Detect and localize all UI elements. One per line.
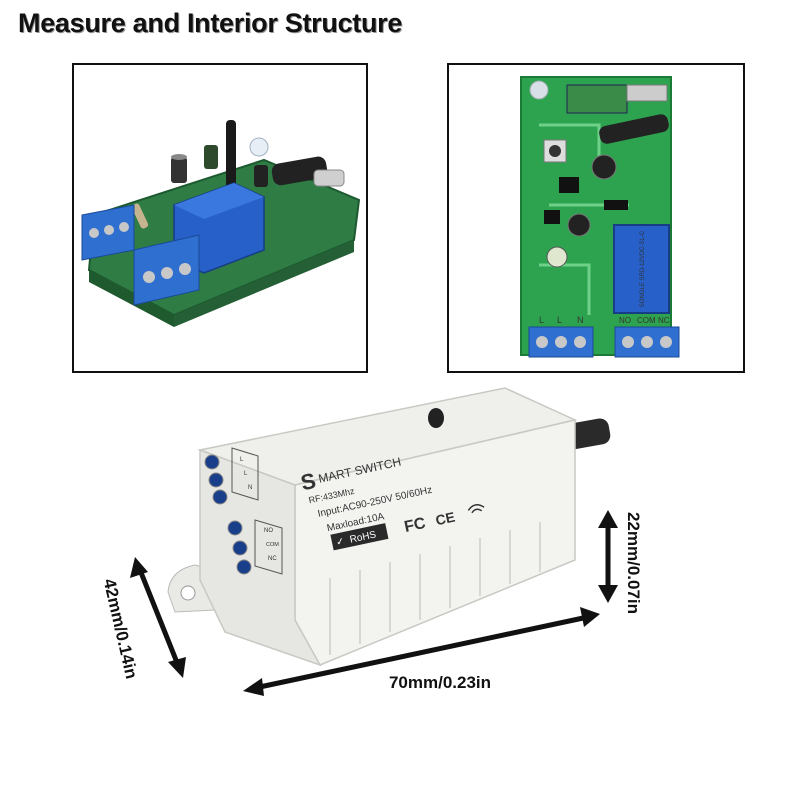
- pcb-term-label-6: NC: [658, 316, 670, 325]
- pcb-term-label-3: N: [577, 315, 584, 325]
- maxload-spec: Maxload:10A: [326, 511, 386, 534]
- svg-text:✓: ✓: [335, 536, 345, 549]
- pcb-term-label-2: L: [557, 315, 562, 325]
- case-term-NC: NC: [268, 556, 277, 562]
- brand-initial: S: [298, 468, 318, 496]
- length-label: 70mm/0.23in: [389, 673, 491, 692]
- wireless-icon: [467, 504, 485, 514]
- case-term-COM: COM: [266, 542, 279, 548]
- height-label: 22mm/0.07in: [624, 512, 643, 614]
- page-title: Measure and Interior Structure: [18, 8, 403, 38]
- brand-name: MART SWITCH: [317, 455, 402, 486]
- pcb-term-label-4: NO: [619, 316, 631, 325]
- width-label: 42mm/0.14in: [100, 577, 141, 681]
- pcb-term-label-1: L: [539, 315, 544, 325]
- terminal-block-left: [81, 204, 135, 261]
- input-spec: Input:AC90-250V 50/60Hz: [317, 485, 433, 520]
- height-arrow: [598, 510, 618, 603]
- case-term-L1: L: [240, 457, 244, 463]
- terminal-block-right: [133, 234, 200, 306]
- case-term-N: N: [248, 485, 252, 491]
- fcc-mark: FC: [403, 515, 428, 536]
- pcb-side-photo: [72, 63, 368, 373]
- case-term-NO: NO: [264, 528, 273, 534]
- length-arrow: [243, 607, 600, 696]
- relay-label: SONGLE SRD-12VDC-SL-C: [640, 230, 646, 307]
- rf-spec: RF:433Mhz: [308, 486, 356, 506]
- ce-mark: CE: [434, 509, 456, 529]
- pcb-top-photo: SONGLE SRD-12VDC-SL-C L L N NO COM NC: [447, 63, 745, 373]
- case-term-L2: L: [244, 471, 248, 477]
- rohs-mark: RoHS: [349, 529, 378, 545]
- pcb-term-label-5: COM: [637, 316, 656, 325]
- width-arrow: [130, 557, 186, 678]
